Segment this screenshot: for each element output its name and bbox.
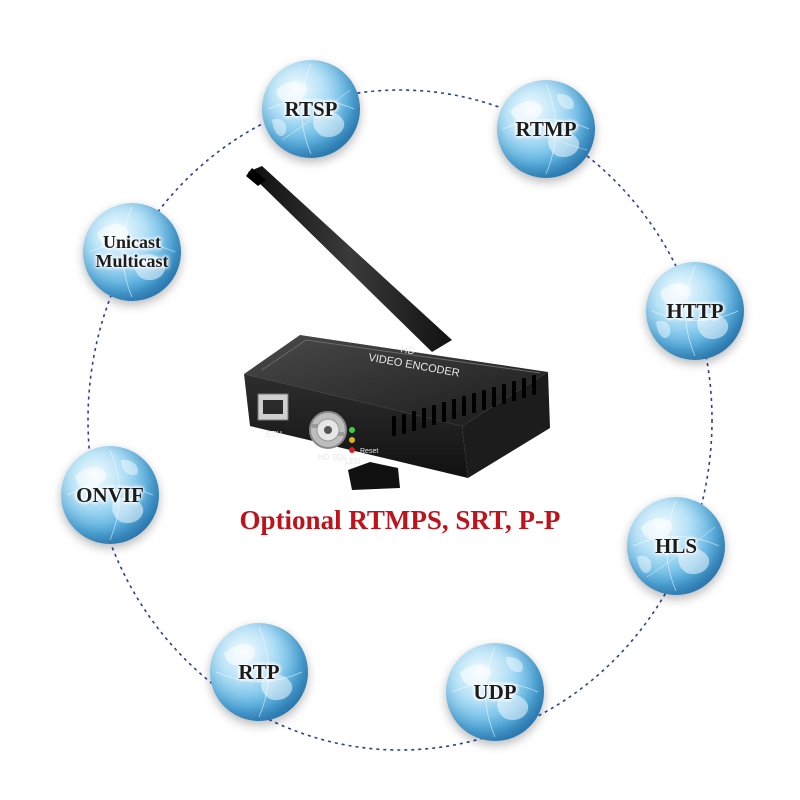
globe-unicast-multicast: Unicast Multicast (83, 203, 181, 301)
protocol-label: RTP (238, 659, 280, 684)
globe-icon (632, 500, 720, 592)
port-label-sdi: HD SDI (318, 453, 345, 462)
globe-icon (88, 206, 176, 298)
globe-rtsp: RTSP (262, 60, 360, 158)
protocol-label: RTMP (515, 116, 577, 141)
led-yellow-icon (349, 437, 355, 443)
device-front (244, 374, 468, 478)
port-label-reset: Reset (360, 448, 378, 455)
protocol-label: ONVIF (76, 482, 144, 507)
led-red-icon (349, 447, 355, 453)
globe-rtp: RTP (210, 623, 308, 721)
globe-hls: HLS (627, 497, 725, 595)
protocol-label: HLS (654, 533, 698, 558)
globe-icon (215, 626, 303, 718)
globe-udp: UDP (446, 643, 544, 741)
mount-bracket (348, 462, 400, 490)
globe-icon (451, 646, 539, 738)
device-side (462, 372, 550, 478)
protocol-label: Unicast Multicast (95, 232, 169, 271)
globe-http: HTTP (646, 262, 744, 360)
globe-icon (651, 265, 739, 357)
led-green-icon (349, 427, 355, 433)
globe-icon (502, 83, 590, 175)
port-label-eth: ETH (266, 430, 282, 439)
protocol-label: HTTP (666, 298, 724, 323)
protocol-label: RTSP (284, 96, 338, 121)
sdi-bnc-connector (309, 411, 347, 449)
optional-protocols-caption: Optional RTMPS, SRT, P-P (239, 505, 561, 535)
port-label-led: LED (345, 457, 361, 466)
protocol-label: UDP (473, 679, 517, 704)
globe-icon (66, 449, 154, 541)
vent-slots (476, 137, 479, 161)
vent-holes (392, 375, 536, 436)
device-title-line1: HD (399, 344, 415, 357)
globe-icon (267, 63, 355, 155)
globe-onvif: ONVIF (61, 446, 159, 544)
antenna (246, 166, 452, 352)
globe-rtmp: RTMP (497, 80, 595, 178)
